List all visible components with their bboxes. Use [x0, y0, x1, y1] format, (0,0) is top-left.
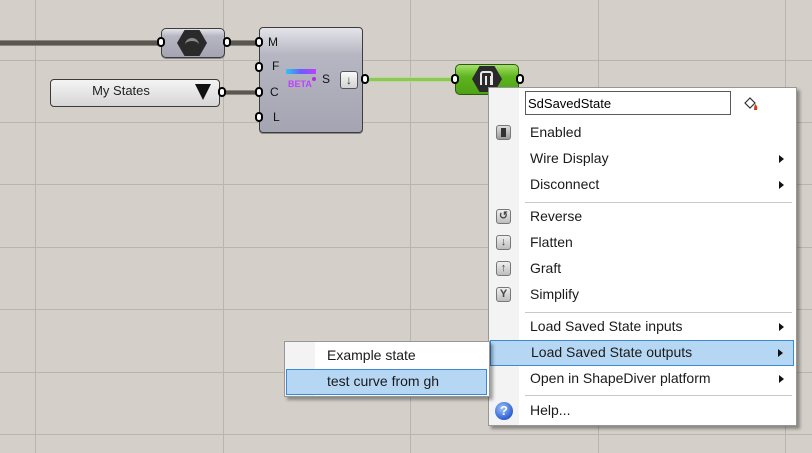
- graft-icon: ↑: [496, 261, 511, 276]
- menu-item-flatten[interactable]: ↓ Flatten: [489, 230, 796, 256]
- help-icon: ?: [495, 402, 513, 420]
- submenu-arrow-icon: [779, 323, 784, 331]
- submenu-arrow-icon: [779, 155, 784, 163]
- data-param-icon: [472, 66, 502, 92]
- input-label-C: C: [270, 85, 279, 99]
- menu-item-help[interactable]: ? Help...: [489, 398, 796, 424]
- menu-item-label: Load Saved State inputs: [530, 318, 683, 334]
- menu-item-label: Load Saved State outputs: [531, 344, 693, 360]
- output-grip[interactable]: [516, 74, 524, 84]
- flatten-icon: ↓: [496, 235, 511, 250]
- menu-item-wire-display[interactable]: Wire Display: [489, 146, 796, 172]
- wire[interactable]: [222, 90, 258, 95]
- wire[interactable]: [0, 40, 160, 46]
- grid-line: [223, 0, 224, 453]
- menu-item-label: Wire Display: [530, 150, 609, 166]
- wire[interactable]: [228, 40, 258, 46]
- submenu-item-test-curve[interactable]: test curve from gh: [286, 369, 487, 395]
- paint-bucket-icon[interactable]: [742, 96, 760, 112]
- menu-item-enabled[interactable]: Enabled: [489, 120, 796, 146]
- value-list-node[interactable]: My States: [50, 79, 220, 107]
- simplify-icon: Y: [496, 287, 511, 302]
- menu-separator: [525, 395, 792, 396]
- grid-line: [0, 247, 812, 248]
- menu-item-load-outputs[interactable]: Load Saved State outputs: [490, 340, 794, 366]
- output-label-S: S: [322, 72, 331, 86]
- logo-dot: [312, 77, 316, 81]
- menu-item-load-inputs[interactable]: Load Saved State inputs: [489, 314, 796, 340]
- grid-line: [35, 0, 36, 453]
- menu-item-label: Open in ShapeDiver platform: [530, 370, 711, 386]
- output-grip[interactable]: [218, 87, 226, 97]
- menu-item-graft[interactable]: ↑ Graft: [489, 256, 796, 282]
- grid-line: [0, 309, 812, 310]
- menu-item-label: Help...: [530, 402, 571, 418]
- submenu-arrow-icon: [779, 181, 784, 189]
- flatten-icon[interactable]: ↓: [340, 71, 358, 89]
- menu-item-disconnect[interactable]: Disconnect: [489, 172, 796, 198]
- toggle-icon: [496, 125, 511, 140]
- input-grip[interactable]: [451, 74, 459, 84]
- nickname-field[interactable]: [525, 91, 731, 115]
- menu-item-label: Disconnect: [530, 176, 600, 192]
- grid-line: [0, 60, 812, 61]
- input-label-M: M: [268, 35, 278, 49]
- saved-state-outputs-submenu: Example state test curve from gh: [284, 341, 490, 397]
- submenu-arrow-icon: [778, 349, 783, 357]
- input-grip-F[interactable]: [255, 62, 263, 72]
- curve-param-node[interactable]: [161, 28, 225, 58]
- input-label-L: L: [273, 110, 280, 124]
- menu-separator: [525, 202, 792, 203]
- submenu-item-example-state[interactable]: Example state: [286, 343, 487, 369]
- menu-item-reverse[interactable]: ↺ Reverse: [489, 204, 796, 230]
- grid-line: [410, 0, 411, 453]
- grid-line: [0, 184, 812, 185]
- shapediver-logo-icon: [286, 69, 316, 88]
- menu-item-open-shapediver[interactable]: Open in ShapeDiver platform: [489, 366, 796, 392]
- input-grip-C[interactable]: [255, 87, 263, 97]
- input-grip-M[interactable]: [255, 37, 263, 47]
- value-list-label: My States: [92, 83, 150, 98]
- submenu-item-label: test curve from gh: [327, 373, 440, 389]
- output-grip[interactable]: [223, 37, 231, 47]
- wire-selected[interactable]: [366, 77, 456, 82]
- menu-icon-gutter: [489, 88, 519, 425]
- menu-item-label: Simplify: [530, 286, 580, 302]
- menu-separator: [525, 312, 792, 313]
- menu-item-label: Enabled: [530, 124, 582, 140]
- grid-line: [0, 122, 812, 123]
- grid-line: [0, 434, 812, 435]
- menu-item-label: Flatten: [530, 234, 573, 250]
- submenu-item-label: Example state: [327, 347, 416, 363]
- beta-label: BETA: [288, 79, 312, 89]
- context-menu: Enabled Wire Display Disconnect ↺ Revers…: [488, 87, 797, 426]
- input-label-F: F: [272, 59, 280, 73]
- input-grip-L[interactable]: [255, 112, 263, 122]
- submenu-arrow-icon: [779, 375, 784, 383]
- menu-item-simplify[interactable]: Y Simplify: [489, 282, 796, 308]
- reverse-icon: ↺: [496, 209, 511, 224]
- menu-item-label: Reverse: [530, 208, 583, 224]
- input-grip[interactable]: [157, 37, 165, 47]
- output-grip-S[interactable]: [361, 74, 369, 84]
- curve-param-icon: [177, 30, 207, 56]
- menu-item-label: Graft: [530, 260, 562, 276]
- dropdown-triangle-icon[interactable]: [195, 84, 211, 100]
